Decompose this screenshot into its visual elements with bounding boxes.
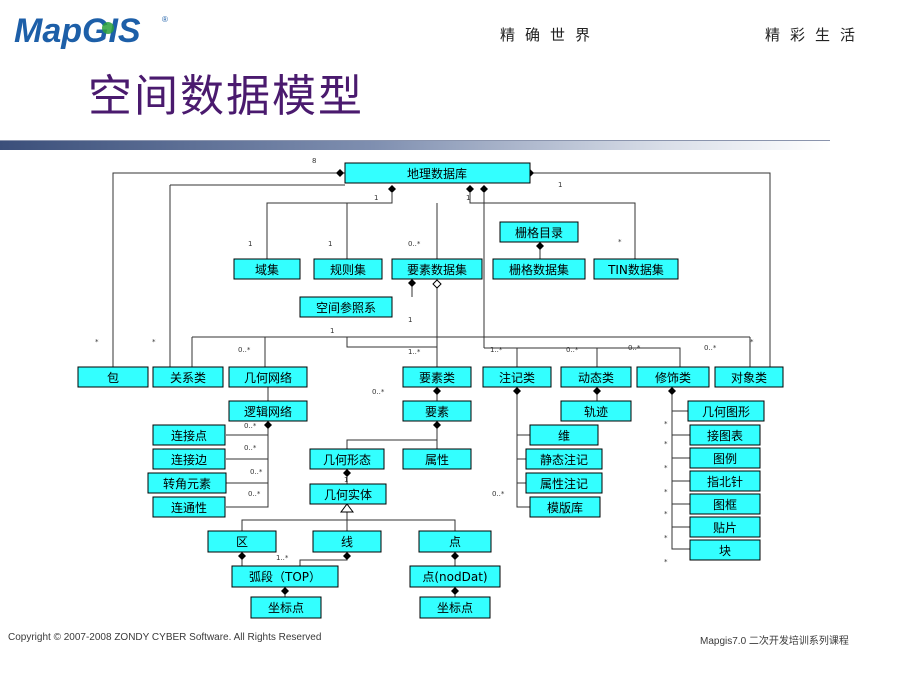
svg-text:1..*: 1..* xyxy=(276,554,289,562)
svg-text:1: 1 xyxy=(374,194,378,202)
box-feature-dataset: 要素数据集 xyxy=(407,262,467,277)
svg-text:0..*: 0..* xyxy=(408,240,421,248)
box-legend: 图例 xyxy=(713,452,737,466)
box-feature: 要素 xyxy=(425,405,449,419)
aggregation-diamonds xyxy=(238,169,676,595)
svg-text:1: 1 xyxy=(330,327,334,335)
svg-text:0..*: 0..* xyxy=(492,490,505,498)
svg-text:0..*: 0..* xyxy=(244,444,257,452)
box-rule-set: 规则集 xyxy=(330,262,366,277)
svg-text:1: 1 xyxy=(558,181,562,189)
box-connect-edge: 连接边 xyxy=(171,452,207,467)
svg-text:0..*: 0..* xyxy=(248,490,261,498)
svg-text:*: * xyxy=(95,338,99,346)
header-divider-band xyxy=(0,141,830,150)
svg-text:*: * xyxy=(664,420,668,428)
box-feature-class: 要素类 xyxy=(419,371,455,385)
svg-text:0..*: 0..* xyxy=(372,388,385,396)
inheritance-triangle xyxy=(340,503,354,513)
box-turn-element: 转角元素 xyxy=(163,476,211,491)
svg-text:0..*: 0..* xyxy=(238,346,251,354)
svg-text:0..*: 0..* xyxy=(244,422,257,430)
logo-text: MapGIS xyxy=(14,12,141,50)
svg-text:*: * xyxy=(618,238,622,246)
svg-text:0..*: 0..* xyxy=(704,344,717,352)
box-object-class: 对象类 xyxy=(731,371,767,385)
box-block: 块 xyxy=(719,544,731,558)
svg-text:®: ® xyxy=(162,15,168,24)
box-coord-1: 坐标点 xyxy=(268,601,304,615)
composition-hollow-diamond xyxy=(432,279,442,289)
box-geom-shape: 几何图形 xyxy=(702,405,750,419)
box-chart: 接图表 xyxy=(707,428,743,443)
box-geom-form: 几何形态 xyxy=(323,453,371,467)
slogan-left: 精确世界 xyxy=(500,26,601,44)
svg-text:*: * xyxy=(664,488,668,496)
box-decoration-class: 修饰类 xyxy=(655,370,691,385)
multiplicity-labels: 8 1 1 1 1 1 0..* * 1 1 * * 0..* 1..* 1..* 0..*… xyxy=(95,157,754,566)
box-point: 点 xyxy=(449,535,461,549)
svg-text:0..*: 0..* xyxy=(566,346,579,354)
svg-text:*: * xyxy=(664,440,668,448)
svg-text:*: * xyxy=(664,464,668,472)
svg-text:*: * xyxy=(664,534,668,542)
svg-text:0..*: 0..* xyxy=(628,344,641,352)
box-line: 线 xyxy=(341,535,353,549)
box-annotation-class: 注记类 xyxy=(499,370,535,385)
box-arc: 弧段（TOP） xyxy=(249,569,321,584)
copyright-text: Copyright © 2007-2008 ZONDY CYBER Softwa… xyxy=(8,632,322,643)
box-raster-dataset: 栅格数据集 xyxy=(509,262,569,277)
slogan-right: 精彩生活 xyxy=(765,26,866,44)
svg-text:0..*: 0..* xyxy=(250,468,263,476)
box-static-annot: 静态注记 xyxy=(540,452,588,467)
page-title: 空间数据模型 xyxy=(88,71,364,122)
box-spatial-ref: 空间参照系 xyxy=(316,300,376,315)
box-dimension: 维 xyxy=(558,429,570,443)
svg-text:1..*: 1..* xyxy=(490,346,503,354)
svg-text:*: * xyxy=(750,338,754,346)
box-geom-entity: 几何实体 xyxy=(324,487,372,502)
box-patch: 贴片 xyxy=(713,521,737,535)
box-raster-catalog: 栅格目录 xyxy=(515,225,563,240)
box-logic-network: 逻辑网络 xyxy=(244,404,292,419)
globe-icon xyxy=(102,22,114,34)
svg-text:8: 8 xyxy=(312,157,316,165)
connector-lines xyxy=(112,172,771,597)
svg-text:*: * xyxy=(152,338,156,346)
box-tin-dataset: TIN数据集 xyxy=(607,262,664,277)
svg-text:1: 1 xyxy=(344,476,348,484)
course-text: Mapgis7.0 二次开发培训系列课程 xyxy=(700,636,849,647)
svg-text:*: * xyxy=(664,510,668,518)
svg-text:1: 1 xyxy=(408,316,412,324)
header-divider-line xyxy=(0,140,830,141)
svg-text:1: 1 xyxy=(328,240,332,248)
box-coord-2: 坐标点 xyxy=(437,601,473,615)
svg-text:*: * xyxy=(664,558,668,566)
box-node: 点(nodDat) xyxy=(422,570,487,584)
box-attr-annot: 属性注记 xyxy=(540,476,588,491)
box-package: 包 xyxy=(107,371,119,385)
class-boxes: 地理数据库 栅格目录 域集 规则集 要素数据集 栅格数据集 TIN数据集 空间参… xyxy=(77,162,784,619)
svg-text:1: 1 xyxy=(466,194,470,202)
box-connectivity: 连通性 xyxy=(171,500,207,515)
box-template-lib: 模版库 xyxy=(547,500,583,515)
box-attribute: 属性 xyxy=(425,453,449,467)
svg-text:1: 1 xyxy=(248,240,252,248)
box-connect-point: 连接点 xyxy=(171,428,207,443)
box-geodb: 地理数据库 xyxy=(407,166,467,181)
box-domain: 域集 xyxy=(255,262,279,277)
box-relation-class: 关系类 xyxy=(170,371,206,385)
box-region: 区 xyxy=(236,535,248,549)
box-north-arrow: 指北针 xyxy=(707,474,743,489)
box-geom-network: 几何网络 xyxy=(244,370,292,385)
svg-text:1..*: 1..* xyxy=(408,348,421,356)
box-dynamic-class: 动态类 xyxy=(578,371,614,385)
mapgis-logo: MapGIS ® xyxy=(14,12,168,50)
box-track: 轨迹 xyxy=(584,405,608,419)
box-frame: 图框 xyxy=(713,498,737,512)
